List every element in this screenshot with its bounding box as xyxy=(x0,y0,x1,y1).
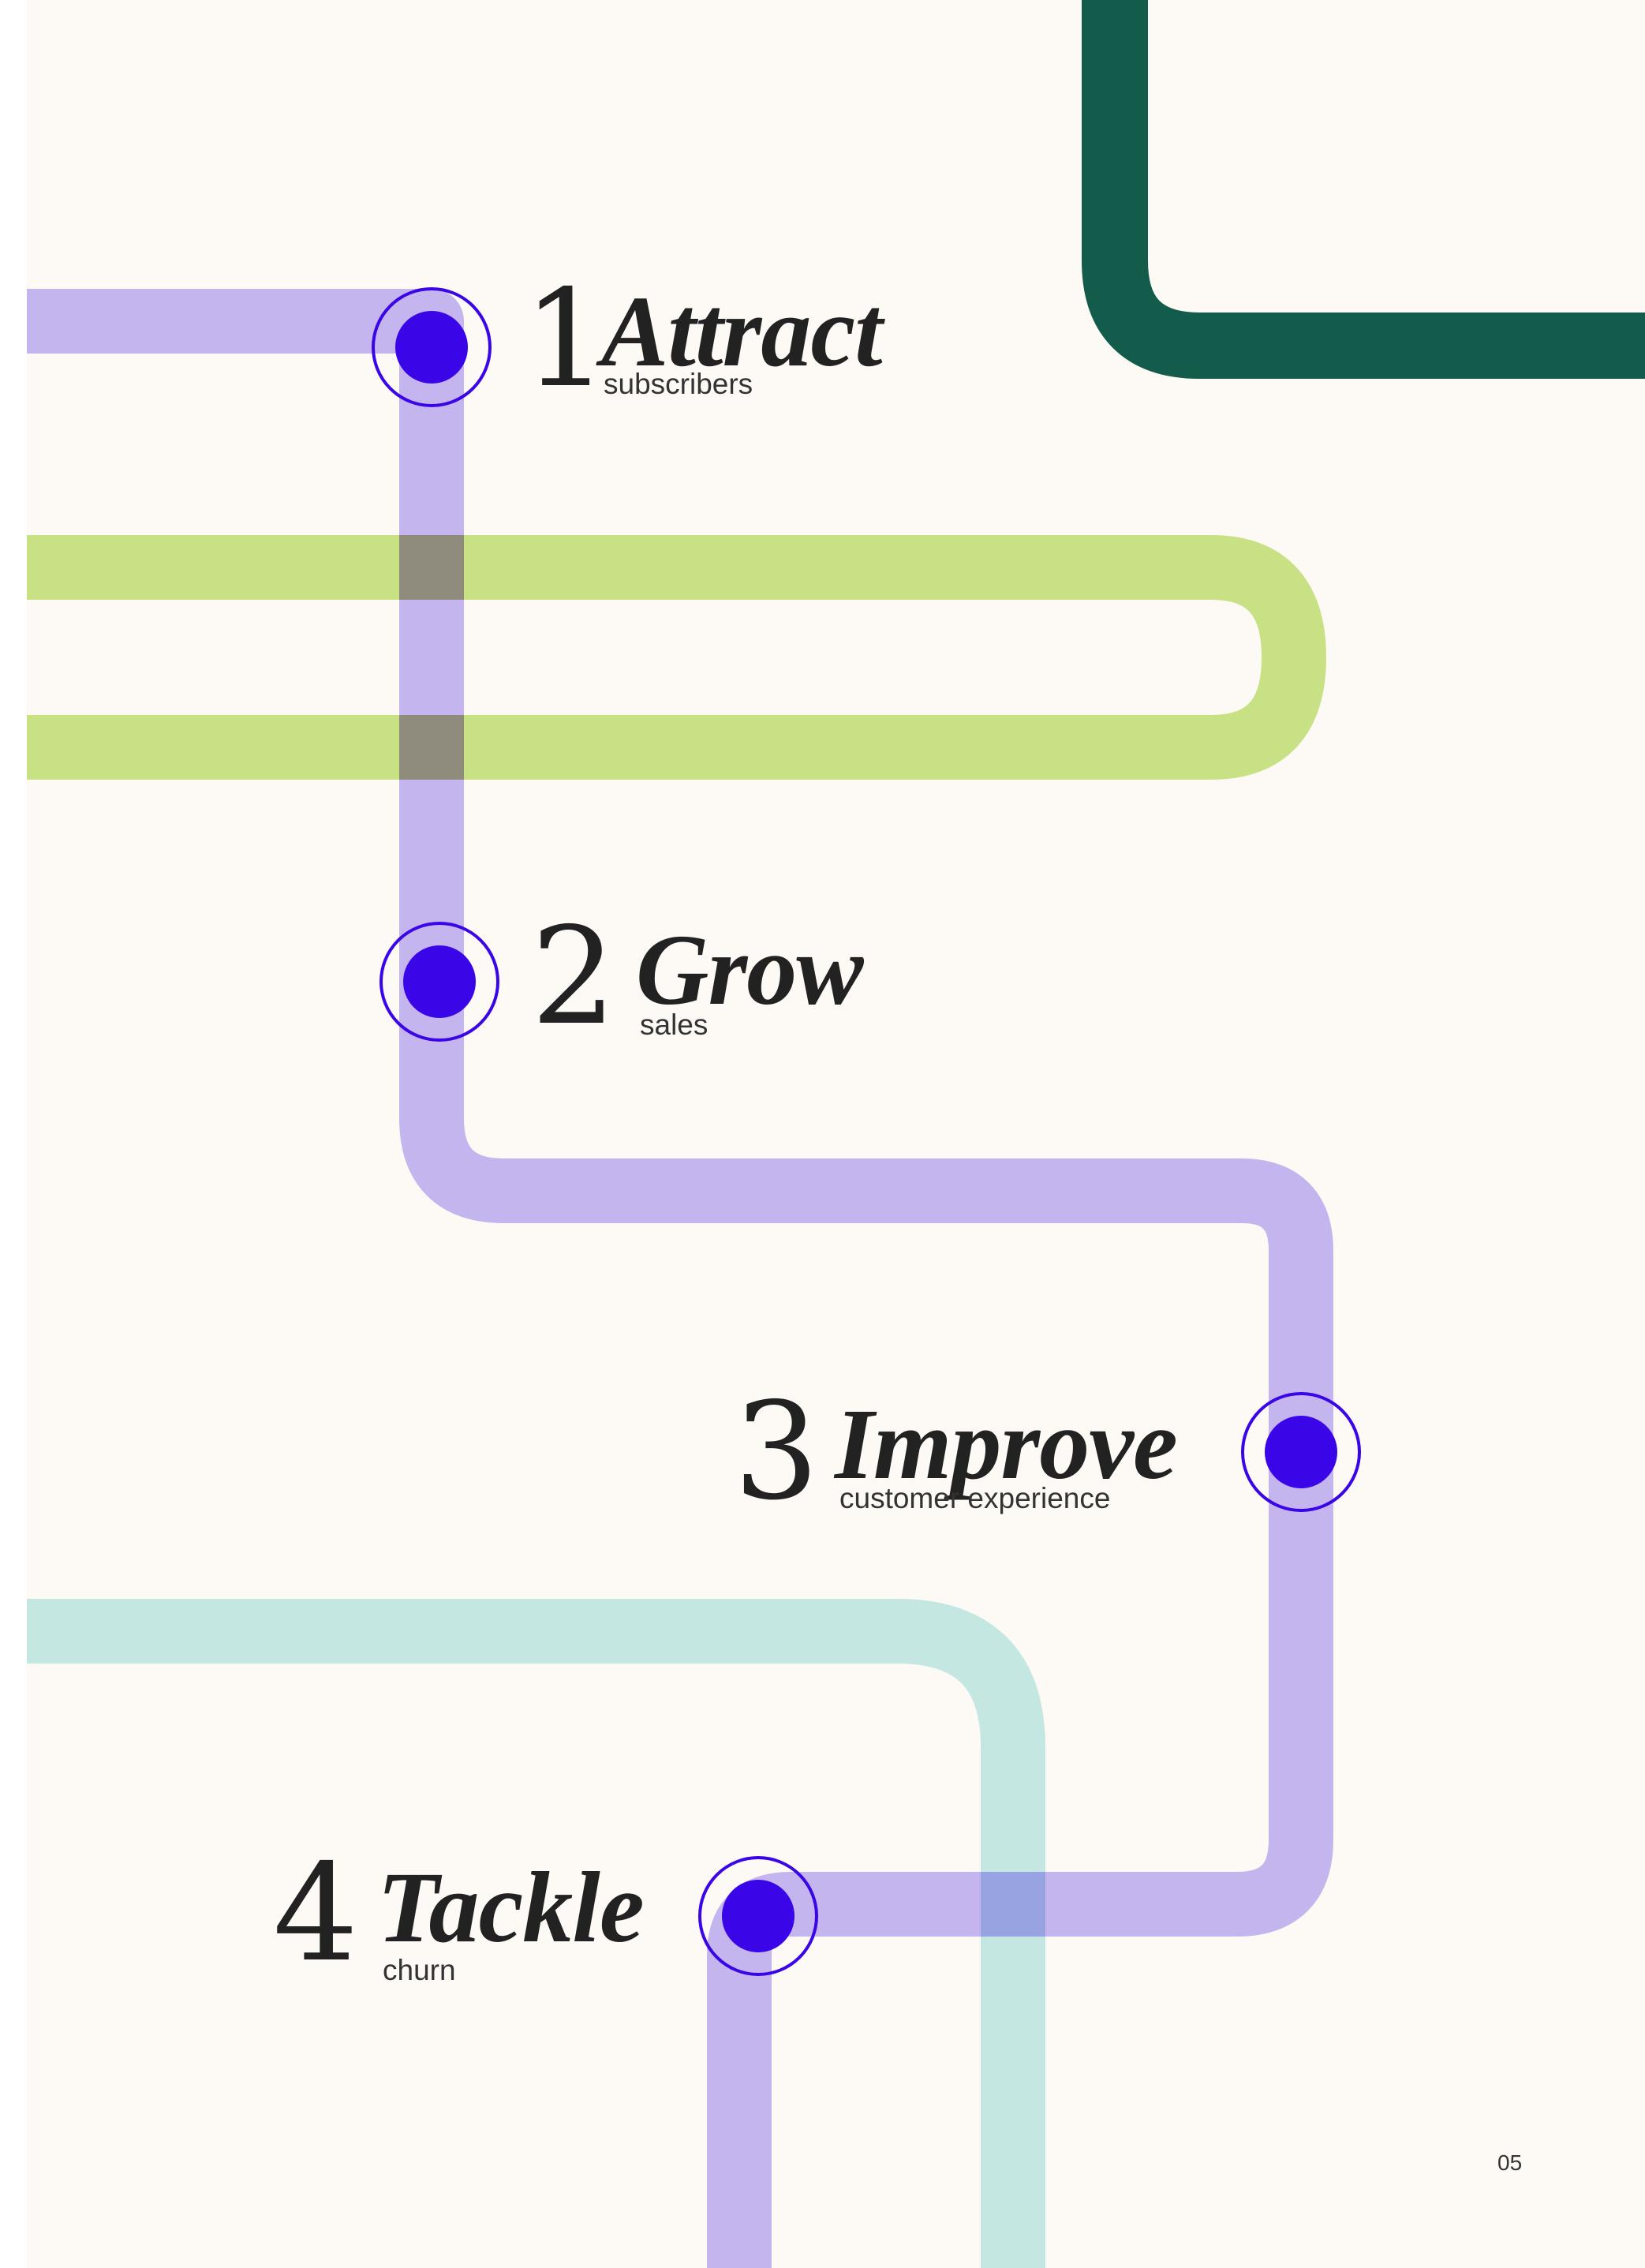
route-crossing xyxy=(399,715,464,780)
page-edge xyxy=(0,0,27,2268)
step-subtitle: subscribers xyxy=(604,368,753,400)
step-subtitle: sales xyxy=(640,1009,708,1041)
step-number: 1 xyxy=(523,261,608,417)
step-number: 3 xyxy=(734,1374,819,1530)
route-crossing xyxy=(399,535,464,600)
route-crossing xyxy=(981,1872,1045,1937)
step-subtitle: churn xyxy=(383,1954,456,1986)
step-title: Grow xyxy=(636,914,864,1026)
station-4 xyxy=(698,1856,818,1976)
step-number: 4 xyxy=(273,1836,358,1992)
step-title: Tackle xyxy=(377,1851,645,1963)
step-title: Attract xyxy=(601,275,883,387)
purple-route xyxy=(27,289,1333,2268)
dark-green-route xyxy=(1082,0,1645,379)
page-number: 05 xyxy=(1497,2150,1523,2175)
step-title: Improve xyxy=(835,1388,1178,1500)
step-number: 2 xyxy=(531,899,616,1055)
lime-route xyxy=(27,535,1327,780)
step-subtitle: customer experience xyxy=(839,1482,1111,1514)
station-3 xyxy=(1241,1392,1361,1512)
station-2 xyxy=(379,922,499,1042)
station-1 xyxy=(372,287,492,407)
mint-route xyxy=(27,1599,1045,2268)
